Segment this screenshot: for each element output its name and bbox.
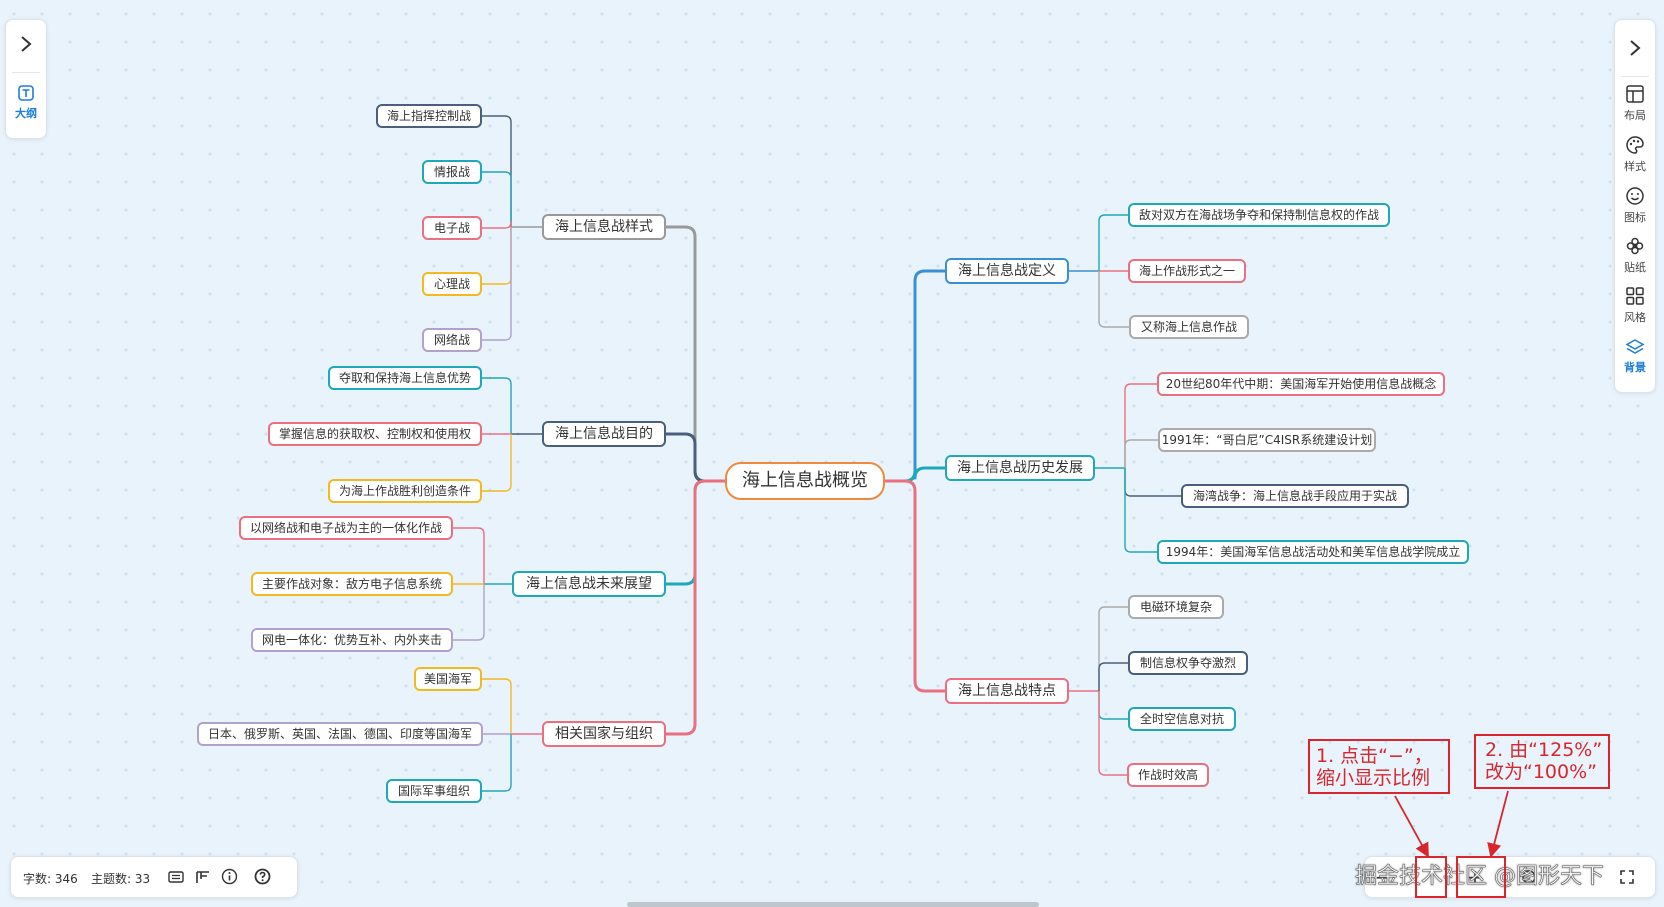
tool-layout[interactable]: 布局 (1615, 84, 1655, 123)
subtopic[interactable]: 网电一体化：优势互补、内外夹击 (251, 628, 453, 652)
topic-count: 主题数: 33 (91, 872, 151, 886)
subtopic[interactable]: 1991年：“哥白尼”C4ISR系统建设计划 (1158, 428, 1376, 452)
zoom-bar: − + (1364, 856, 1656, 898)
subtopic[interactable]: 海湾战争：海上信息战手段应用于实战 (1181, 484, 1409, 508)
fullscreen-icon[interactable] (1619, 869, 1635, 885)
structure-icon[interactable] (195, 870, 211, 885)
outline-button[interactable]: 大纲 (6, 84, 46, 121)
outline-label: 大纲 (15, 107, 37, 120)
help-icon[interactable] (254, 868, 271, 885)
keyboard-icon[interactable] (168, 871, 184, 884)
annotation-box-2 (1474, 734, 1610, 789)
tool-style[interactable]: 样式 (1615, 135, 1655, 174)
tool-sticker[interactable]: 贴纸 (1615, 236, 1655, 275)
chevron-right-icon (1630, 40, 1641, 56)
subtopic[interactable]: 1994年：美国海军信息战活动处和美军信息战学院成立 (1157, 540, 1469, 564)
text-icon (18, 85, 34, 101)
left-sidebar: 大纲 (5, 19, 47, 139)
tool-background[interactable]: 背景 (1615, 338, 1655, 375)
word-count: 字数: 346 (23, 872, 78, 886)
smiley-icon (1626, 187, 1644, 205)
subtopic[interactable]: 为海上作战胜利创造条件 (328, 479, 482, 503)
grid-icon (1626, 287, 1644, 305)
subtopic[interactable]: 网络战 (422, 328, 482, 352)
subtopic[interactable]: 电子战 (422, 216, 482, 240)
subtopic[interactable]: 电磁环境复杂 (1128, 595, 1224, 619)
annotation-text-1b: 缩小显示比例 (1316, 767, 1431, 789)
flower-icon (1626, 237, 1644, 255)
annotation-text-2a: 2. 由“125%” (1485, 739, 1603, 761)
branch-topic[interactable]: 海上信息战目的 (542, 421, 666, 447)
annotation-highlight-zoom (1456, 856, 1506, 898)
right-sidebar: 布局 样式 图标 贴纸 风格 背景 (1614, 19, 1656, 393)
subtopic[interactable]: 海上指挥控制战 (376, 104, 482, 128)
annotation-box-1 (1308, 739, 1450, 794)
layout-icon (1626, 85, 1644, 103)
root-topic[interactable]: 海上信息战概览 (725, 462, 885, 500)
tool-label: 背景 (1624, 361, 1646, 374)
subtopic[interactable]: 20世纪80年代中期：美国海军开始使用信息战概念 (1157, 372, 1445, 396)
zoom-out-button[interactable]: − (1374, 865, 1392, 889)
tool-label: 风格 (1624, 311, 1646, 324)
watermark-text: 掘金技术社区 @图形天下 (1355, 864, 1605, 890)
subtopic[interactable]: 敌对双方在海战场争夺和保持制信息权的作战 (1128, 203, 1390, 227)
status-bar: 字数: 346 主题数: 33 (10, 856, 298, 898)
subtopic[interactable]: 日本、俄罗斯、英国、法国、德国、印度等国海军 (197, 722, 483, 746)
zoom-in-button[interactable]: + (1466, 865, 1484, 889)
expand-left-button[interactable] (6, 24, 46, 64)
tool-theme[interactable]: 风格 (1615, 286, 1655, 325)
subtopic[interactable]: 夺取和保持海上信息优势 (328, 366, 482, 390)
tool-icon[interactable]: 图标 (1615, 186, 1655, 225)
subtopic[interactable]: 以网络战和电子战为主的一体化作战 (239, 516, 453, 540)
branch-topic[interactable]: 海上信息战样式 (542, 214, 666, 240)
annotation-text-2b: 改为“100%” (1485, 761, 1598, 783)
subtopic[interactable]: 作战时效高 (1127, 763, 1209, 787)
chevron-right-icon (21, 36, 32, 52)
branch-topic[interactable]: 海上信息战定义 (945, 258, 1069, 284)
tool-label: 样式 (1624, 160, 1646, 173)
annotation-highlight-minus (1415, 856, 1447, 898)
branch-topic[interactable]: 海上信息战未来展望 (512, 571, 666, 597)
subtopic[interactable]: 又称海上信息作战 (1129, 315, 1249, 339)
subtopic[interactable]: 美国海军 (414, 667, 482, 691)
layers-icon (1625, 339, 1645, 354)
horizontal-scrollbar[interactable] (627, 902, 1039, 907)
tool-label: 布局 (1624, 109, 1646, 122)
branch-topic[interactable]: 相关国家与组织 (542, 721, 666, 747)
subtopic[interactable]: 制信息权争夺激烈 (1128, 651, 1248, 675)
subtopic[interactable]: 掌握信息的获取权、控制权和使用权 (268, 422, 482, 446)
subtopic[interactable]: 海上作战形式之一 (1128, 259, 1246, 283)
subtopic[interactable]: 国际军事组织 (386, 779, 482, 803)
branch-topic[interactable]: 海上信息战历史发展 (945, 455, 1095, 481)
tool-label: 图标 (1624, 211, 1646, 224)
info-icon[interactable] (221, 868, 238, 885)
subtopic[interactable]: 情报战 (422, 160, 482, 184)
tool-label: 贴纸 (1624, 261, 1646, 274)
expand-right-button[interactable] (1615, 28, 1655, 68)
palette-icon (1626, 136, 1644, 154)
subtopic[interactable]: 全时空信息对抗 (1128, 707, 1236, 731)
fit-view-icon[interactable] (1521, 869, 1537, 885)
subtopic[interactable]: 主要作战对象：敌方电子信息系统 (251, 572, 453, 596)
annotation-text-1a: 1. 点击“−”， (1316, 745, 1433, 767)
subtopic[interactable]: 心理战 (422, 272, 482, 296)
branch-topic[interactable]: 海上信息战特点 (945, 678, 1069, 704)
